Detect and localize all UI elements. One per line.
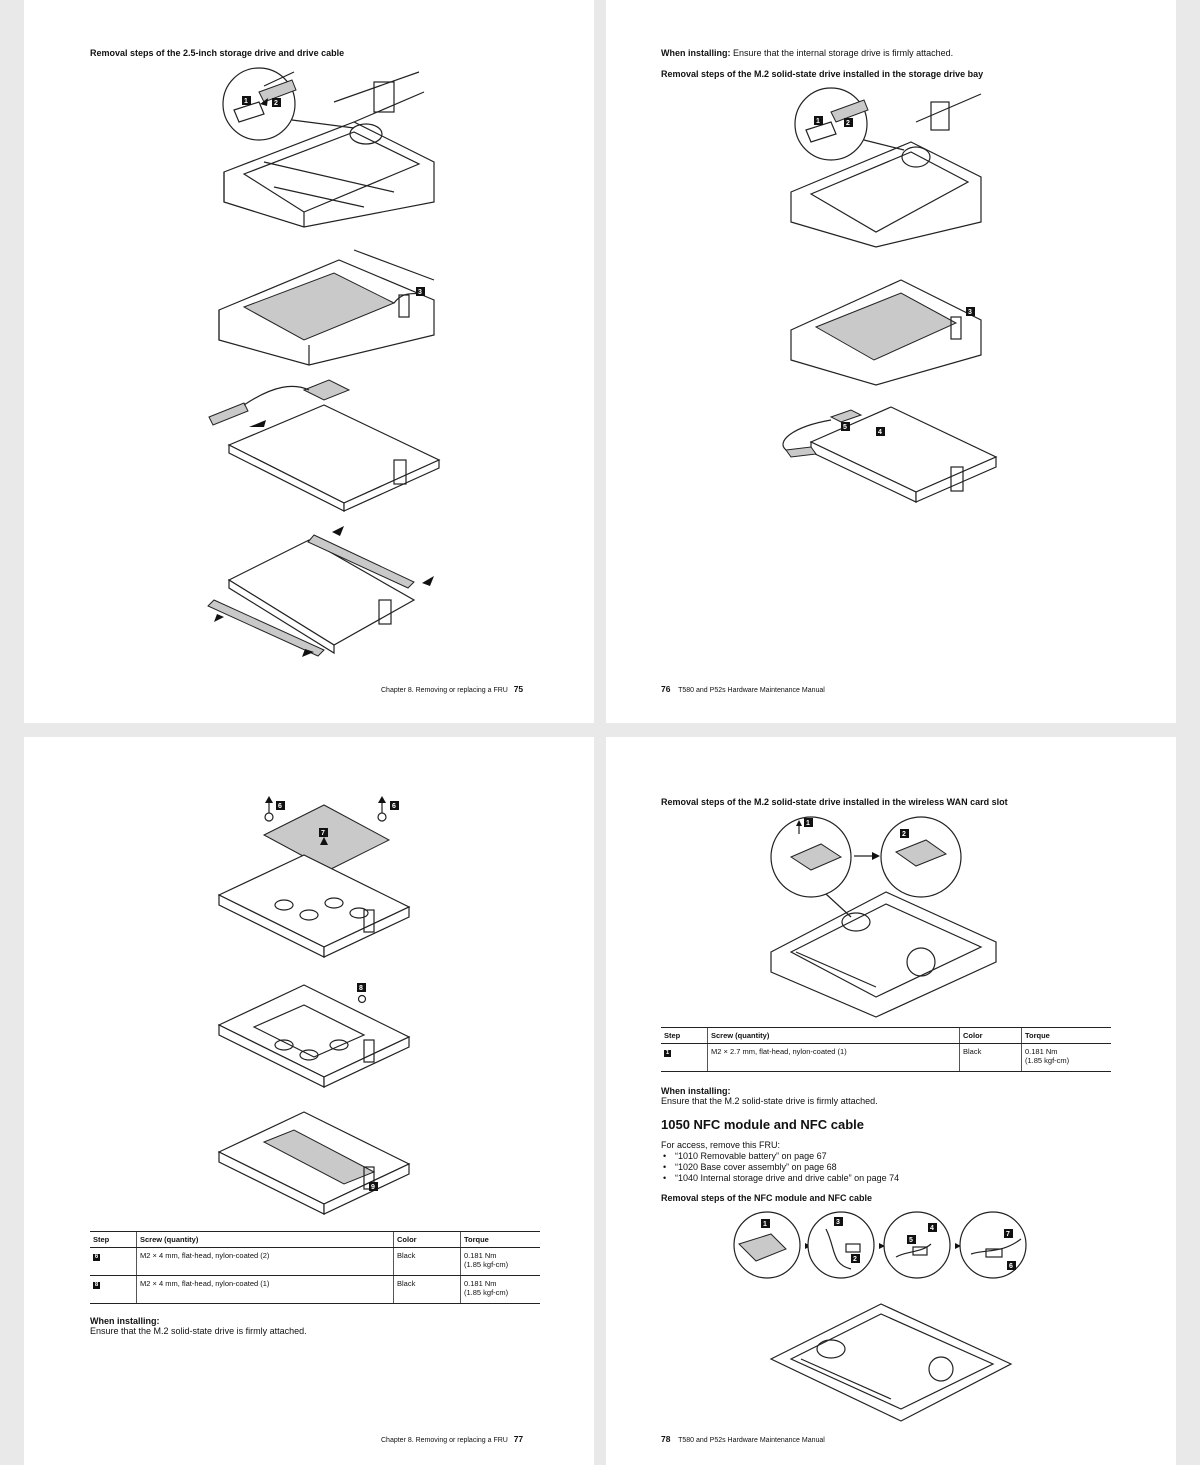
footer-chapter: Chapter 8. Removing or replacing a FRU bbox=[381, 687, 508, 694]
wwan-slot-m2-removal-illustration: 1 2 bbox=[770, 816, 997, 1018]
m2-adapter-cable-detach-illustration: 5 4 bbox=[782, 406, 998, 503]
col-step: Step bbox=[661, 1027, 708, 1044]
manual-page-77: 6 6 7 8 9 Step Screw (quantity) Color To… bbox=[24, 737, 594, 1465]
col-step: Step bbox=[90, 1231, 137, 1248]
page-footer: 78 T580 and P52s Hardware Maintenance Ma… bbox=[661, 1434, 825, 1444]
color-cell: Black bbox=[393, 1275, 461, 1304]
callout-8: 8 bbox=[359, 985, 363, 992]
installing-text: Ensure that the M.2 solid-state drive is… bbox=[661, 1096, 878, 1106]
callout-9: 9 bbox=[371, 1184, 375, 1191]
screw-table: Step Screw (quantity) Color Torque 6 M2 … bbox=[90, 1231, 540, 1304]
page-number: 76 bbox=[661, 684, 671, 694]
col-torque: Torque bbox=[1021, 1027, 1111, 1044]
screw-cell: M2 × 2.7 mm, flat-head, nylon-coated (1) bbox=[707, 1043, 960, 1072]
screw-cell: M2 × 4 mm, flat-head, nylon-coated (1) bbox=[136, 1275, 394, 1304]
footer-title: T580 and P52s Hardware Maintenance Manua… bbox=[678, 1437, 825, 1444]
callout-4: 4 bbox=[878, 429, 882, 436]
access-link-1[interactable]: “1010 Removable battery” on page 67 bbox=[663, 1151, 899, 1162]
table-header-row: Step Screw (quantity) Color Torque bbox=[661, 1027, 1111, 1044]
callout-2: 2 bbox=[902, 831, 906, 838]
manual-page-76: When installing: Ensure that the interna… bbox=[606, 0, 1176, 723]
callout-3: 3 bbox=[968, 309, 972, 316]
table-header-row: Step Screw (quantity) Color Torque bbox=[90, 1231, 540, 1248]
m2-bay-cable-disconnect-illustration: 1 2 bbox=[790, 87, 982, 248]
installing-text: Ensure that the internal storage drive i… bbox=[730, 48, 954, 58]
table-row: 6 M2 × 4 mm, flat-head, nylon-coated (2)… bbox=[90, 1247, 540, 1276]
col-screw: Screw (quantity) bbox=[707, 1027, 960, 1044]
col-screw: Screw (quantity) bbox=[136, 1231, 394, 1248]
adapter-cover-removal-illustration: 6 6 7 bbox=[217, 796, 411, 958]
access-list: “1010 Removable battery” on page 67 “102… bbox=[661, 1151, 899, 1184]
manual-page-78: Removal steps of the M.2 solid-state dri… bbox=[606, 737, 1176, 1465]
callout-nfc-1: 1 bbox=[763, 1221, 767, 1228]
drive-cable-disconnect-illustration: 1 2 bbox=[222, 67, 435, 228]
callout-3: 3 bbox=[418, 289, 422, 296]
access-link-2[interactable]: “1020 Base cover assembly” on page 68 bbox=[663, 1162, 899, 1173]
callout-nfc-4: 4 bbox=[930, 1225, 934, 1232]
page-number: 78 bbox=[661, 1434, 671, 1444]
table-row: 8 M2 × 4 mm, flat-head, nylon-coated (1)… bbox=[90, 1275, 540, 1304]
m2-screw-removal-illustration: 8 bbox=[217, 983, 411, 1088]
callout-5: 5 bbox=[843, 424, 847, 431]
access-intro: For access, remove this FRU: bbox=[661, 1140, 781, 1150]
callout-nfc-6: 6 bbox=[1009, 1263, 1013, 1270]
section-heading: Removal steps of the 2.5-inch storage dr… bbox=[90, 48, 345, 58]
m2-drive-removal-illustration: 9 bbox=[217, 1111, 411, 1215]
page-footer: 76 T580 and P52s Hardware Maintenance Ma… bbox=[661, 684, 825, 694]
screw-table: Step Screw (quantity) Color Torque 1 M2 … bbox=[661, 1027, 1111, 1072]
installing-label: When installing: bbox=[661, 48, 731, 58]
nfc-module-removal-illustration: 1 3 2 4 5 7 6 bbox=[733, 1211, 1027, 1422]
footer-chapter: Chapter 8. Removing or replacing a FRU bbox=[381, 1437, 508, 1444]
callout-nfc-2: 2 bbox=[853, 1256, 857, 1263]
page-footer: Chapter 8. Removing or replacing a FRU 7… bbox=[381, 684, 523, 694]
callout-1: 1 bbox=[816, 118, 820, 125]
installing-text: Ensure that the M.2 solid-state drive is… bbox=[90, 1326, 307, 1336]
section-heading: Removal steps of the M.2 solid-state dri… bbox=[661, 69, 984, 79]
col-color: Color bbox=[959, 1027, 1022, 1044]
callout-2: 2 bbox=[274, 100, 278, 107]
installing-label: When installing: bbox=[90, 1316, 160, 1326]
drive-bracket-removal-illustration bbox=[207, 526, 434, 657]
m2-bay-drive-lift-illustration: 3 bbox=[790, 279, 982, 386]
callout-nfc-7: 7 bbox=[1006, 1231, 1010, 1238]
callout-2: 2 bbox=[846, 120, 850, 127]
callout-nfc-5: 5 bbox=[909, 1237, 913, 1244]
page-number: 75 bbox=[513, 684, 524, 694]
nfc-heading: Removal steps of the NFC module and NFC … bbox=[661, 1193, 873, 1203]
callout-6-left: 6 bbox=[278, 803, 282, 810]
torque-cell: 0.181 Nm(1.85 kgf-cm) bbox=[460, 1275, 540, 1304]
callout-1: 1 bbox=[244, 98, 248, 105]
step-badge: 1 bbox=[664, 1050, 671, 1057]
screw-cell: M2 × 4 mm, flat-head, nylon-coated (2) bbox=[136, 1247, 394, 1276]
manual-page-75: Removal steps of the 2.5-inch storage dr… bbox=[24, 0, 594, 723]
color-cell: Black bbox=[959, 1043, 1022, 1072]
callout-1: 1 bbox=[806, 820, 810, 827]
drive-removal-illustration: 3 bbox=[218, 249, 435, 366]
access-link-3[interactable]: “1040 Internal storage drive and drive c… bbox=[663, 1173, 899, 1184]
section-title: 1050 NFC module and NFC cable bbox=[661, 1117, 864, 1132]
callout-nfc-3: 3 bbox=[836, 1219, 840, 1226]
torque-cell: 0.181 Nm(1.85 kgf-cm) bbox=[1021, 1043, 1111, 1072]
step-badge: 8 bbox=[93, 1282, 100, 1289]
table-row: 1 M2 × 2.7 mm, flat-head, nylon-coated (… bbox=[661, 1043, 1111, 1072]
page-number: 77 bbox=[513, 1434, 524, 1444]
col-color: Color bbox=[393, 1231, 461, 1248]
torque-cell: 0.181 Nm(1.85 kgf-cm) bbox=[460, 1247, 540, 1276]
installing-label: When installing: bbox=[661, 1086, 731, 1096]
installing-note: When installing: Ensure that the M.2 sol… bbox=[661, 1086, 878, 1106]
installing-note: When installing: Ensure that the interna… bbox=[661, 48, 953, 58]
footer-title: T580 and P52s Hardware Maintenance Manua… bbox=[678, 687, 825, 694]
drive-cable-detach-illustration bbox=[208, 379, 441, 512]
callout-7: 7 bbox=[321, 830, 325, 837]
step-badge: 6 bbox=[93, 1254, 100, 1261]
color-cell: Black bbox=[393, 1247, 461, 1276]
callout-6-right: 6 bbox=[392, 803, 396, 810]
page-footer: Chapter 8. Removing or replacing a FRU 7… bbox=[381, 1434, 523, 1444]
installing-note: When installing: Ensure that the M.2 sol… bbox=[90, 1316, 307, 1336]
col-torque: Torque bbox=[460, 1231, 540, 1248]
section-heading: Removal steps of the M.2 solid-state dri… bbox=[661, 797, 1008, 807]
